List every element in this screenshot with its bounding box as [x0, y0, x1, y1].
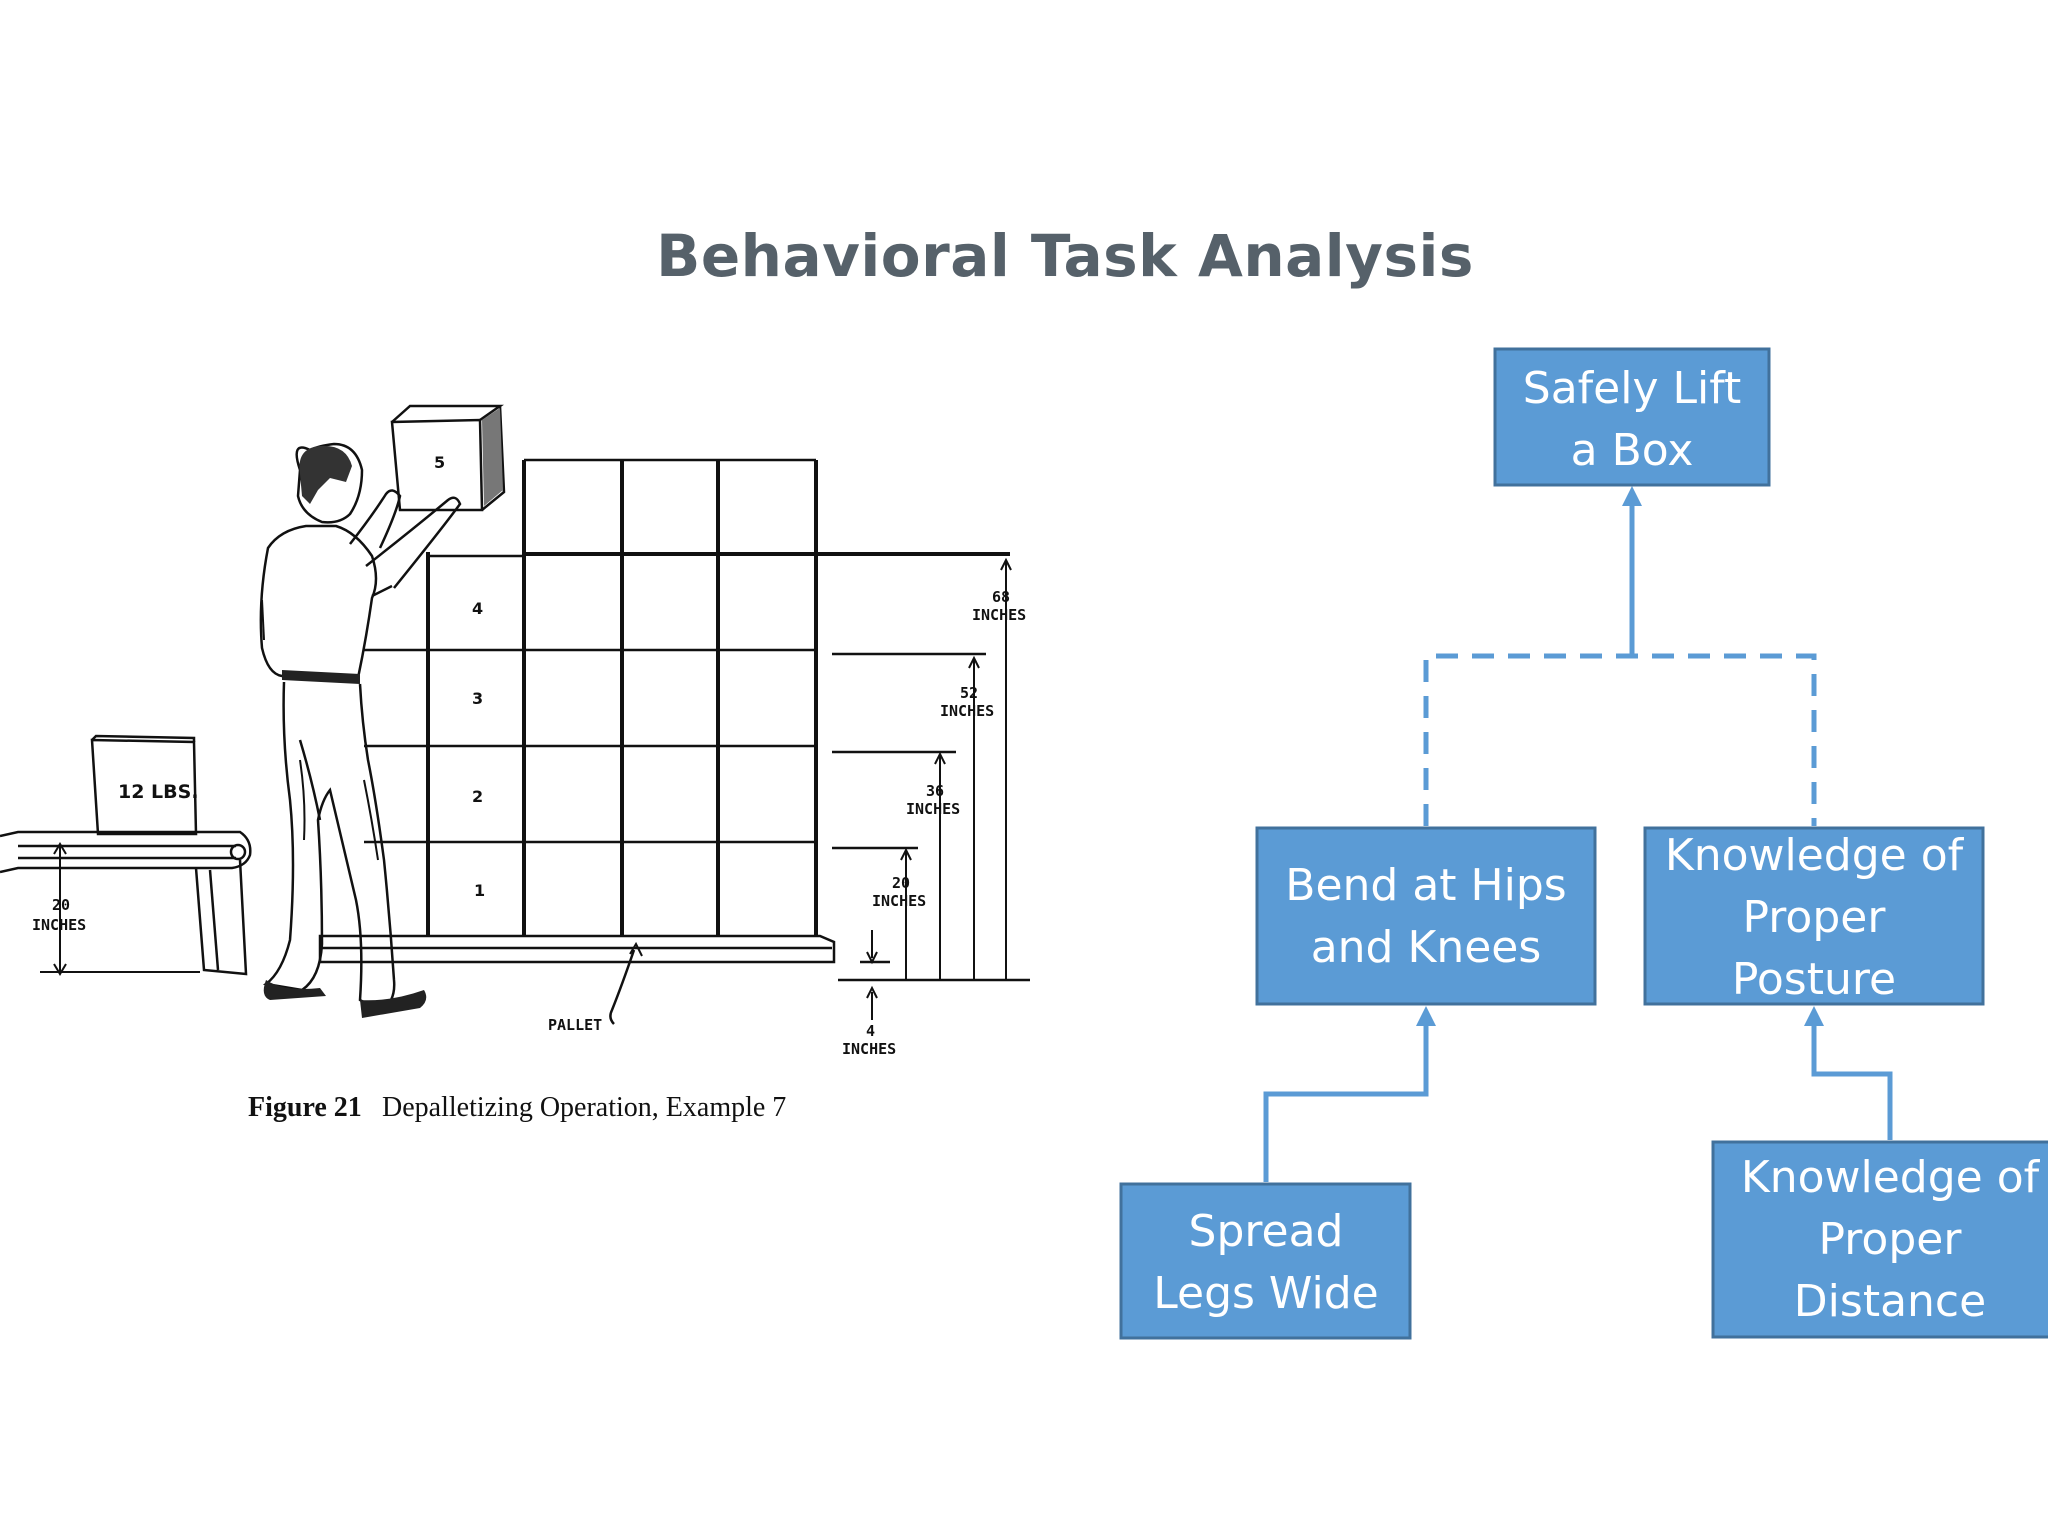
pallet-label: PALLET: [548, 1016, 602, 1034]
dim-label-20-unit: INCHES: [872, 892, 926, 910]
svg-text:Safely Lift: Safely Lift: [1523, 363, 1741, 414]
box-label-2: 2: [472, 787, 483, 806]
connectors: [1263, 486, 1893, 1182]
svg-text:Spread: Spread: [1189, 1206, 1344, 1257]
node-knowledge-posture: Knowledge of Proper Posture: [1643, 826, 1985, 1006]
box-label-3: 3: [472, 689, 483, 708]
worker: [259, 442, 462, 1018]
node-knowledge-distance: Knowledge of Proper Distance: [1711, 1140, 2048, 1339]
svg-text:Distance: Distance: [1794, 1276, 1986, 1327]
dim-label-68-value: 68: [992, 588, 1010, 606]
dim-label-4-value: 4: [866, 1022, 875, 1040]
dashed-branch-connector: [1423, 653, 1817, 826]
svg-text:Bend at Hips: Bend at Hips: [1285, 860, 1566, 911]
box-stack: 4 3 2 1: [364, 458, 1010, 936]
node-safely-lift-box: Safely Lift a Box: [1493, 347, 1771, 487]
arrowhead-posture: [1804, 1006, 1824, 1026]
pallet: PALLET: [318, 934, 836, 1034]
dim-label-36-unit: INCHES: [906, 800, 960, 818]
conveyor: [0, 830, 252, 976]
page-title: Behavioral Task Analysis: [656, 222, 1474, 290]
depalletizing-figure: 12 LBS. 20 INCHES PALLET: [0, 404, 1030, 1123]
svg-text:a Box: a Box: [1571, 425, 1694, 476]
dim-label-conveyor-unit: INCHES: [32, 916, 86, 934]
dim-label-36-value: 36: [926, 782, 944, 800]
box-label-1: 1: [474, 881, 485, 900]
conveyor-box: 12 LBS.: [90, 734, 199, 836]
svg-text:Posture: Posture: [1732, 954, 1896, 1005]
figure-caption-label: Figure 21: [248, 1092, 362, 1123]
dim-label-conveyor-value: 20: [52, 896, 70, 914]
conveyor-height-dimension: 20 INCHES: [32, 842, 200, 976]
figure-caption: Figure 21 Depalletizing Operation, Examp…: [248, 1092, 786, 1123]
dim-label-20-value: 20: [892, 874, 910, 892]
node-bend-hips-knees: Bend at Hips and Knees: [1255, 826, 1597, 1006]
arrowhead-bend: [1416, 1006, 1436, 1026]
dim-label-68-unit: INCHES: [972, 606, 1026, 624]
svg-text:Proper: Proper: [1743, 892, 1887, 943]
task-analysis-diagram: Safely Lift a Box Bend at Hips and Knees…: [1119, 347, 2048, 1340]
height-dimensions: 68 INCHES 52 INCHES 36 INCHES 20 INCHES: [832, 557, 1030, 1058]
dim-label-52-unit: INCHES: [940, 702, 994, 720]
node-spread-legs: Spread Legs Wide: [1119, 1182, 1412, 1340]
lifted-box: 5: [390, 404, 506, 512]
box-label-5: 5: [434, 453, 445, 472]
box-label-4: 4: [472, 599, 483, 618]
svg-text:Legs Wide: Legs Wide: [1153, 1268, 1378, 1319]
svg-text:and Knees: and Knees: [1311, 922, 1542, 973]
svg-text:Proper: Proper: [1819, 1214, 1963, 1265]
svg-text:Knowledge of: Knowledge of: [1741, 1152, 2041, 1203]
dim-label-4-unit: INCHES: [842, 1040, 896, 1058]
conveyor-box-label: 12 LBS.: [118, 781, 199, 803]
figure-caption-text: Depalletizing Operation, Example 7: [382, 1092, 786, 1123]
dim-label-52-value: 52: [960, 684, 978, 702]
svg-text:Knowledge of: Knowledge of: [1665, 830, 1965, 881]
arrowhead-root: [1622, 486, 1642, 506]
